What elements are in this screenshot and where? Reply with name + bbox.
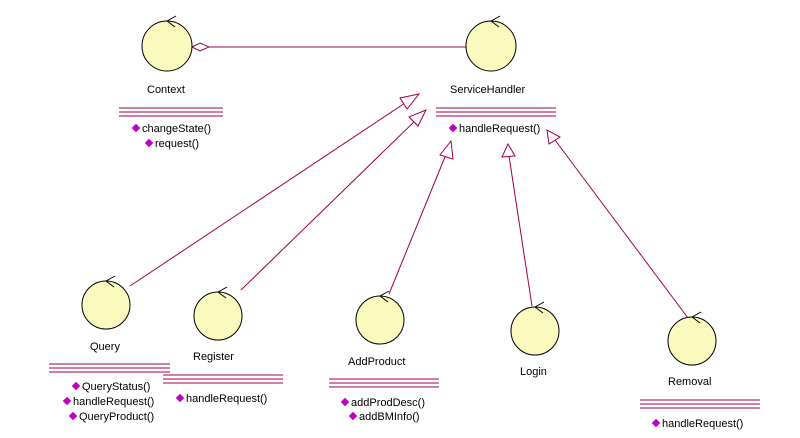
op-query-handlerequest: handleRequest() [62, 396, 155, 409]
generalization-line-register [240, 118, 418, 291]
node-context [141, 15, 193, 72]
operation-icon [175, 393, 185, 403]
generalization-arrowhead-addproduct [439, 139, 454, 160]
op-addproduct-addproddesc: addProdDesc() [340, 397, 425, 410]
node-login [510, 301, 560, 356]
op-removal-handlerequest: handleRequest() [651, 418, 744, 431]
node-removal [667, 311, 717, 366]
op-label: changeState() [142, 123, 212, 135]
generalization-line-addproduct [388, 151, 448, 295]
op-label: addBMInfo() [359, 411, 420, 423]
op-servicehandler-handlerequest: handleRequest() [448, 123, 541, 136]
op-label: request() [155, 138, 200, 150]
compartment-lines [49, 107, 760, 409]
generalization-arrowhead-register [408, 109, 428, 127]
control-arrow-icon [379, 290, 390, 303]
op-label: QueryStatus() [82, 381, 151, 393]
control-class-icon [81, 280, 131, 330]
op-label: handleRequest() [459, 123, 541, 135]
control-arrow-icon [691, 311, 702, 324]
control-class-icon [355, 295, 405, 345]
op-label: handleRequest() [662, 418, 744, 430]
class-name-servicehandler: ServiceHandler [450, 84, 526, 96]
generalization-arrowhead-login [501, 142, 516, 158]
class-name-context: Context [147, 84, 185, 96]
generalization-line-query [129, 100, 409, 287]
relationships [129, 42, 689, 319]
control-arrow-icon [105, 275, 116, 288]
operation-icon [348, 411, 358, 421]
control-arrow-icon [534, 301, 545, 314]
operation-icon [651, 418, 661, 428]
operation-icon [68, 411, 78, 421]
aggregation-diamond [190, 42, 211, 52]
class-name-removal: Removal [668, 376, 712, 388]
generalization-line-login [508, 155, 533, 307]
node-query [81, 275, 131, 330]
control-class-icon [510, 306, 560, 356]
op-label: handleRequest() [73, 396, 155, 408]
op-context-request: request() [144, 138, 200, 151]
generalization-arrowhead-query [399, 93, 421, 110]
operation-icon [340, 397, 350, 407]
op-query-querystatus: QueryStatus() [71, 381, 151, 394]
generalization-arrowhead-removal [546, 129, 561, 145]
op-query-queryproduct: QueryProduct() [68, 411, 155, 424]
class-name-query: Query [90, 341, 120, 353]
op-addproduct-addbminfo: addBMInfo() [348, 411, 420, 424]
operation-icon [62, 396, 72, 406]
generalization-line-removal [554, 139, 689, 319]
class-name-addproduct: AddProduct [348, 356, 406, 368]
control-arrow-icon [217, 286, 228, 299]
operation-icon [144, 138, 154, 148]
operation-icon [448, 123, 458, 133]
class-name-register: Register [193, 351, 234, 363]
op-label: handleRequest() [186, 393, 268, 405]
op-label: addProdDesc() [351, 397, 425, 409]
class-name-login: Login [520, 366, 547, 378]
control-class-icon [667, 316, 717, 366]
node-addproduct [355, 290, 405, 345]
control-arrow-icon [166, 15, 177, 28]
control-class-icon [465, 20, 517, 72]
op-label: QueryProduct() [79, 411, 155, 423]
op-context-changestate: changeState() [131, 123, 212, 136]
node-servicehandler [465, 15, 517, 72]
control-arrow-icon [490, 15, 501, 28]
control-class-icon [193, 291, 243, 341]
operation-icon [131, 123, 141, 133]
control-class-icon [141, 20, 193, 72]
node-register [193, 286, 243, 341]
operation-icon [71, 381, 81, 391]
op-register-handlerequest: handleRequest() [175, 393, 268, 406]
